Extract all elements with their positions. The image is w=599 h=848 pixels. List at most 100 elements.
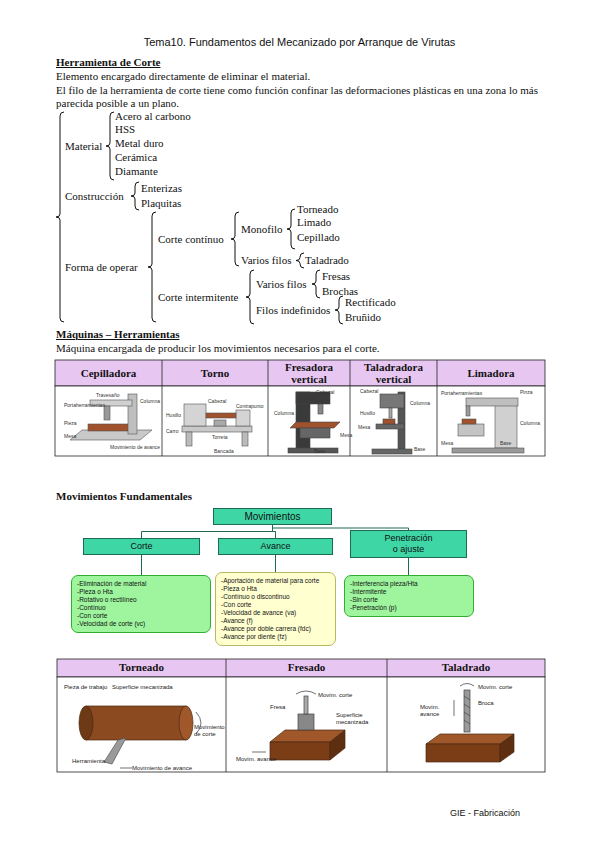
category-box: Movimientos xyxy=(213,508,332,525)
part-label: Columna xyxy=(274,410,294,416)
text-line: Varios filos xyxy=(241,254,291,267)
part-label: Superficie mecanizada xyxy=(112,684,173,691)
text-line: Máquina encargada de producir los movimi… xyxy=(56,342,380,355)
category-box: Avance xyxy=(218,538,333,555)
bullet-item: -Avance (f) xyxy=(221,617,330,625)
part-label: Movimiento de avance xyxy=(110,444,160,450)
part-label: Mesa xyxy=(340,432,352,438)
bullet-item: -Pieza o Hta xyxy=(221,585,330,593)
part-label: Movim. corte xyxy=(318,692,352,699)
bracket xyxy=(56,112,64,322)
bullet-item: -Eliminación de material xyxy=(77,580,205,588)
bracket xyxy=(296,253,304,268)
bullet-item: -Rotativo o rectilíneo xyxy=(77,596,205,604)
bullet-item: -Avance por diente (fz) xyxy=(221,633,330,641)
table-header: Taladradora vertical xyxy=(350,361,437,385)
text-line: Taladrado xyxy=(305,254,349,267)
part-label: Mesa xyxy=(441,440,453,446)
text-line: Plaquitas xyxy=(141,197,181,210)
text-line: Fresas xyxy=(322,270,350,283)
tree-connector xyxy=(408,558,409,575)
bullet-list-box: -Aportación de material para corte-Pieza… xyxy=(215,572,336,646)
tree-connector xyxy=(275,555,276,572)
part-label: Cabezal xyxy=(316,389,334,395)
bullet-item: -Contínuo xyxy=(77,604,205,612)
text-line: Diamante xyxy=(115,165,158,178)
bullet-list-box: -Eliminación de material-Pieza o Hta-Rot… xyxy=(71,575,211,633)
tree-connector xyxy=(142,525,273,538)
part-label: Broca xyxy=(478,700,494,707)
bracket xyxy=(246,270,254,324)
bullet-item: -Velocidad de avance (va) xyxy=(221,609,330,617)
text-line: Rectificado xyxy=(345,296,396,309)
box-label: Penetración o ajuste xyxy=(381,533,436,555)
part-label: Portaherramientas xyxy=(441,390,482,396)
text-line: HSS xyxy=(115,123,135,136)
bullet-item: -Sin corte xyxy=(350,596,468,604)
part-label: Base xyxy=(414,446,425,452)
part-label: Travesaño xyxy=(96,392,119,398)
part-label: Fresa xyxy=(270,704,285,711)
text-line: Monofilo xyxy=(241,223,283,236)
text-line: Corte intermitente xyxy=(158,291,238,304)
part-label: Cabezal xyxy=(360,388,378,394)
text-line: GIE - Fabricación xyxy=(450,807,520,820)
page-title: Tema10. Fundamentos del Mecanizado por A… xyxy=(0,36,599,48)
part-label: Columna xyxy=(140,398,160,404)
part-label: Base xyxy=(314,448,325,454)
bullet-item: -Penetración (p) xyxy=(350,604,468,612)
part-label: Mesa xyxy=(358,424,370,430)
part-label: Movim. corte xyxy=(478,684,512,691)
table-header: Limadora xyxy=(437,367,545,379)
table-header: Fresadora vertical xyxy=(268,361,350,385)
part-label: Pieza xyxy=(64,420,77,426)
category-box: Penetración o ajuste xyxy=(350,530,467,558)
bracket xyxy=(287,209,295,249)
part-label: Pinza xyxy=(520,389,533,395)
part-label: Superficie mecanizada xyxy=(336,712,376,726)
bullet-item: -Con corte xyxy=(77,612,205,620)
table-header: Cepilladora xyxy=(55,367,162,379)
text-line: Metal duro xyxy=(115,137,164,150)
text-line: Corte contínuo xyxy=(158,233,224,246)
table-header: Fresado xyxy=(226,661,387,673)
bullet-item: -Contínuo o discontinuo xyxy=(221,593,330,601)
text-line: El filo de la herramienta de corte tiene… xyxy=(56,84,556,110)
bullet-item: -Intermitente xyxy=(350,588,468,596)
part-label: Movim. avance xyxy=(420,704,450,718)
part-label: Mesa xyxy=(64,433,76,439)
bullet-list-box: -Interferencia pieza/Hta-Intermitente-Si… xyxy=(344,575,474,617)
bullet-item: -Pieza o Hta xyxy=(77,588,205,596)
part-label: Movimiento de corte xyxy=(194,724,224,738)
box-label: Corte xyxy=(88,541,195,552)
category-box: Corte xyxy=(83,538,200,555)
part-label: Movimiento de avance xyxy=(132,765,192,772)
text-line: Construcción xyxy=(65,190,124,203)
text-line: Varios filos xyxy=(256,278,306,291)
text-line: Elemento encargado directamente de elimi… xyxy=(56,70,556,83)
text-line: Filos indefinidos xyxy=(256,304,330,317)
section-heading: Movimientos Fundamentales xyxy=(56,490,192,503)
box-label: Avance xyxy=(223,541,328,552)
bracket xyxy=(131,182,139,210)
bullet-item: -Con corte xyxy=(221,601,330,609)
text-line: Enterizas xyxy=(141,182,182,195)
text-line: Material xyxy=(65,140,102,153)
part-label: Bancada xyxy=(214,448,234,454)
bullet-item: -Aportación de material para corte xyxy=(221,577,330,585)
table-header: Taladrado xyxy=(387,661,545,673)
text-line: Cepillado xyxy=(297,231,340,244)
part-label: Cabezal xyxy=(208,398,226,404)
part-label: Columna xyxy=(520,420,540,426)
part-label: Carro xyxy=(166,428,179,434)
part-label: Torreta xyxy=(212,434,228,440)
part-label: Herramienta xyxy=(72,758,105,765)
text-line: Limado xyxy=(297,216,331,229)
part-label: Husillo xyxy=(166,412,181,418)
section-heading: Herramienta de Corte xyxy=(56,56,160,69)
part-label: Contrapunto xyxy=(236,403,264,409)
bracket xyxy=(148,212,156,322)
bullet-item: -Avance por doble carrera (fdc) xyxy=(221,625,330,633)
text-line: Torneado xyxy=(297,203,338,216)
